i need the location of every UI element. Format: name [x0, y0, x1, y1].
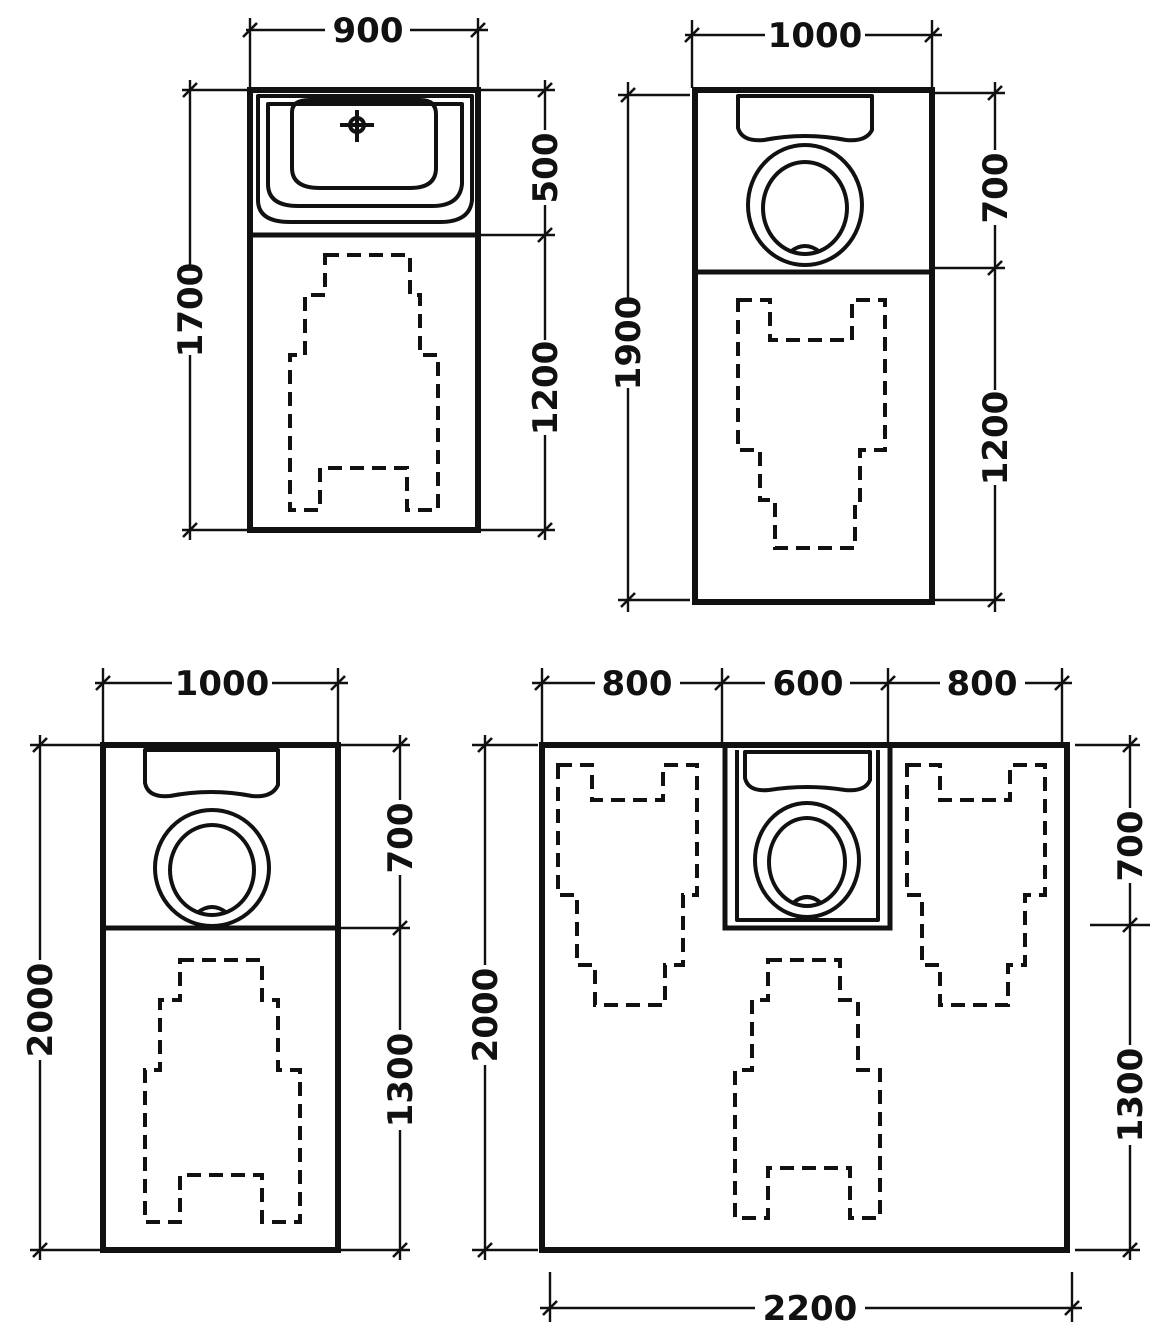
user-space-outline: [288, 253, 440, 512]
total-depth-label: 1900: [609, 296, 649, 391]
width-dimension: 1000: [684, 12, 942, 88]
toilet-niche: [722, 745, 893, 931]
total-depth-label: 2000: [21, 963, 61, 1058]
width-dimension: 1000: [95, 660, 348, 743]
total-width-label: 2200: [763, 1289, 858, 1329]
user-space-outline-front: [733, 958, 882, 1220]
toilet-icon: [143, 748, 280, 928]
user-space-outline-left: [556, 763, 699, 1007]
depth-dimension-right: 700 1300: [340, 735, 421, 1260]
plan-toilet-1000-1900: 1000 1900 700 1200: [608, 12, 1016, 612]
plan-washbasin-900: 900 1700 500 1200: [170, 10, 566, 540]
toilet-icon: [736, 94, 874, 267]
width-dimension: 900: [242, 10, 488, 88]
width-label: 1000: [768, 16, 863, 56]
total-width-dimension: 2200: [540, 1272, 1082, 1329]
total-depth-label: 1700: [171, 263, 211, 358]
room-outline: [100, 742, 341, 1253]
space-depth-label: 1300: [381, 1033, 421, 1128]
user-space-outline: [736, 298, 887, 550]
washbasin-icon: [256, 94, 474, 224]
depth-dimension-right: 700 1300: [1075, 735, 1151, 1260]
middle-width-label: 600: [773, 664, 844, 704]
toilet-icon: [743, 750, 872, 919]
fixture-depth-label: 500: [526, 133, 566, 204]
user-space-outline: [143, 958, 302, 1224]
total-depth-dimension: 1700: [170, 80, 248, 540]
plan-toilet-1000-2000: 1000 2000 700 1300: [20, 660, 421, 1260]
user-space-outline-right: [905, 763, 1047, 1007]
plan-toilet-2200-2000: 800 600 800 2200 2000: [465, 660, 1151, 1329]
total-depth-dimension: 2000: [20, 735, 100, 1260]
fixture-depth-label: 700: [976, 153, 1016, 224]
width-label: 1000: [175, 664, 270, 704]
space-depth-label: 1200: [526, 341, 566, 436]
right-width-label: 800: [947, 664, 1018, 704]
room-outline: [692, 87, 935, 605]
total-depth-label: 2000: [466, 968, 506, 1063]
left-width-label: 800: [602, 664, 673, 704]
room-outline: [539, 742, 1070, 1253]
space-depth-label: 1200: [976, 391, 1016, 486]
room-outline: [247, 87, 481, 533]
depth-dimension-right: 700 1200: [935, 82, 1016, 612]
segment-width-dimension: 800 600 800: [532, 660, 1072, 743]
fixture-depth-label: 700: [1111, 811, 1151, 882]
width-label: 900: [333, 11, 404, 51]
space-depth-label: 1300: [1111, 1048, 1151, 1143]
fixture-depth-label: 700: [381, 803, 421, 874]
total-depth-dimension: 1900: [608, 82, 690, 612]
depth-dimension-right: 500 1200: [480, 80, 566, 540]
total-depth-dimension: 2000: [465, 735, 538, 1260]
